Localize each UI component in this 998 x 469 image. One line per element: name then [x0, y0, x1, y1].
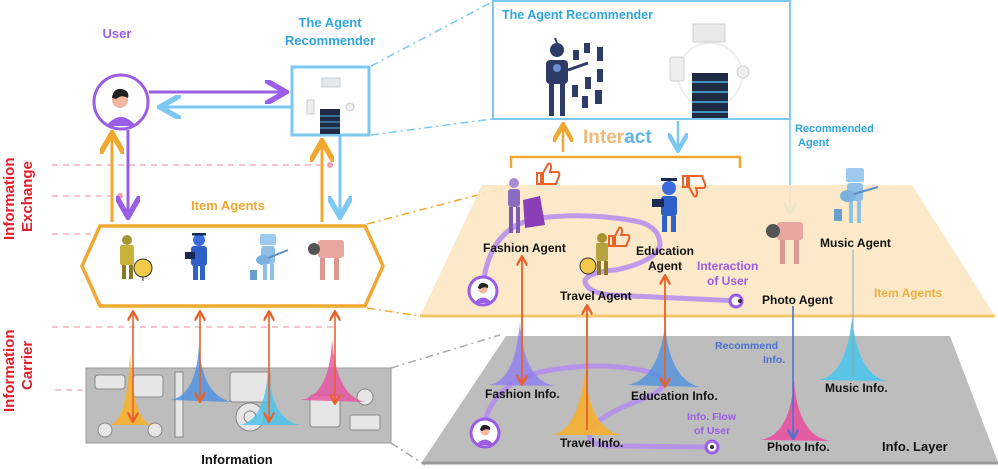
recommender-detail-box — [492, 0, 791, 120]
education-agent-icon — [185, 233, 207, 280]
information-label: Information — [201, 452, 273, 467]
recommender-label-line2: Recommender — [285, 33, 375, 48]
travel-agent-label: Travel Agent — [560, 289, 632, 303]
user-label: User — [103, 26, 132, 41]
photo-info-label: Photo Info. — [767, 440, 830, 454]
info-flow-label-line2: of User — [694, 425, 730, 437]
agent-to-info-arrows — [522, 258, 665, 430]
svg-text:Information: Information — [1, 330, 18, 413]
music-info-label: Music Info. — [825, 381, 888, 395]
recommended-agent-label-line2: Agent — [798, 137, 830, 149]
music-agent-label: Music Agent — [820, 236, 891, 250]
photo-agent-icon-right — [766, 222, 803, 264]
server-icon — [692, 73, 728, 118]
education-info-peak — [627, 325, 700, 387]
recommended-agent-label-line1: Recommended — [795, 123, 874, 135]
info-carrier-arrows — [133, 313, 335, 420]
svg-text:Exchange: Exchange — [19, 161, 36, 232]
interaction-of-user-label-line1: Interaction — [697, 259, 758, 273]
photo-agent-icon — [308, 240, 344, 280]
side-label-information-carrier: Information Carrier — [1, 330, 36, 413]
interaction-of-user-label-line2: of User — [707, 274, 749, 288]
travel-agent-icon-right — [579, 233, 608, 275]
recommender-label-line1: The Agent — [298, 15, 362, 30]
item-agents-layer-label: Item Agents — [874, 286, 943, 300]
photo-agent-label: Photo Agent — [762, 293, 833, 307]
info-layer-label: Info. Layer — [882, 439, 948, 454]
music-agent-icon — [250, 234, 289, 280]
recommend-info-label-line1: Recommend — [715, 340, 778, 352]
recommend-info-label-line2: Info. — [763, 354, 785, 366]
candidate-cards — [572, 43, 603, 108]
recommender-box — [290, 65, 371, 137]
interact-bracket — [509, 155, 742, 168]
interact-label: Interact — [583, 127, 652, 148]
recommender-system-icon — [669, 23, 750, 118]
fashion-agent-icon — [508, 178, 545, 233]
thumbs-up-icon — [536, 162, 561, 185]
info-flow-label-line1: Info. Flow — [687, 411, 737, 423]
fashion-info-label: Fashion Info. — [485, 387, 560, 401]
item-agents-container — [80, 224, 385, 308]
user-avatar — [92, 73, 150, 131]
svg-text:Information: Information — [1, 158, 18, 241]
photo-info-peak — [760, 380, 830, 441]
thumbs-up-icon — [608, 226, 631, 247]
recommender-robot-icon — [546, 37, 589, 116]
education-agent-icon-right — [652, 178, 677, 232]
side-label-information-exchange: Information Exchange — [1, 158, 36, 241]
travel-info-label: Travel Info. — [560, 436, 623, 450]
user-avatar-info-layer — [469, 417, 501, 449]
music-agent-icon-right — [834, 168, 879, 223]
recommender-title: The Agent Recommender — [502, 8, 653, 22]
travel-agent-icon — [120, 235, 153, 281]
item-agents-label: Item Agents — [191, 198, 265, 213]
fashion-agent-label: Fashion Agent — [483, 241, 566, 255]
svg-text:Carrier: Carrier — [19, 341, 36, 390]
education-agent-label-line2: Agent — [648, 259, 682, 273]
education-agent-label-line1: Education — [636, 244, 694, 258]
thumbs-down-icon — [682, 175, 707, 198]
user-avatar-item-layer — [467, 275, 499, 307]
education-info-label: Education Info. — [631, 389, 718, 403]
